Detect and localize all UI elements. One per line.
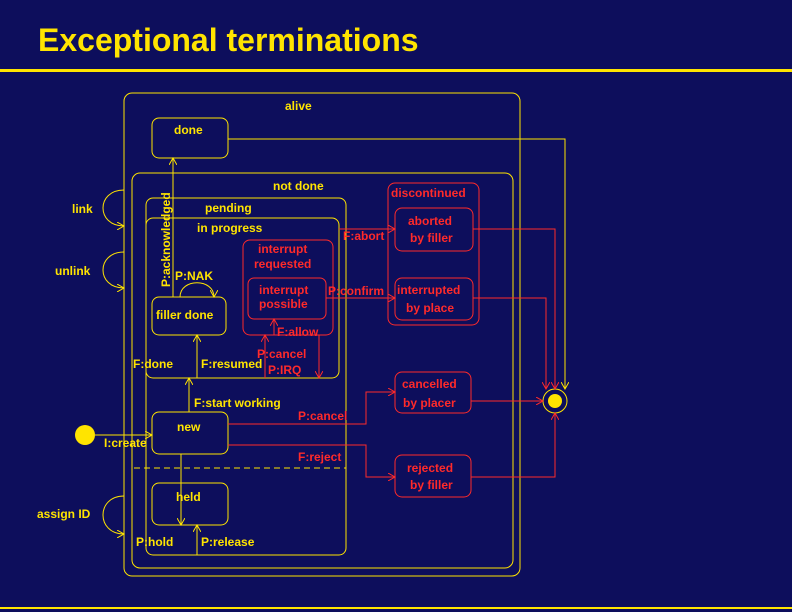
done-transition-label: F:done [133,357,173,371]
interrupt-possible-label-2: possible [259,297,308,311]
abort-transition-label: F:abort [343,229,384,243]
unlink-loop [102,251,124,288]
bottom-rule [0,607,792,609]
alive-state [123,92,521,577]
reject-arrow [228,444,395,477]
interrupt-requested-state [242,239,334,336]
aborted-label-1: aborted [408,214,452,228]
pending-label: pending [205,201,252,215]
confirm-transition-label: P:confirm [328,284,384,298]
interrupt-possible-label-1: interrupt [259,283,308,297]
allow-transition-label: F:allow [277,325,319,339]
cancel-ip-transition-label: P:cancel [257,347,306,361]
page-title: Exceptional terminations [38,22,419,58]
start-working-transition-label: F:start working [194,396,281,410]
hold-transition-label: P:hold [136,535,173,549]
reject-transition-label: F:reject [298,450,341,464]
cancelled-label-2: by placer [403,396,456,410]
unlink-transition-label: unlink [55,264,91,278]
release-transition-label: P:release [201,535,255,549]
in-progress-label: in progress [197,221,263,235]
interrupted-to-final-arrow [473,297,546,389]
done-to-final-arrow [228,138,565,389]
link-transition-label: link [72,202,93,216]
new-label: new [177,420,201,434]
interrupted-label-2: by place [406,301,454,315]
final-pseudostate-dot [548,394,562,408]
rejected-to-final-arrow [471,413,555,478]
interrupted-label-1: interrupted [397,283,460,297]
acknowledged-transition-label: P:acknowledged [159,192,173,287]
filler-done-state [151,296,227,336]
create-transition-label: I:create [104,436,147,450]
alive-label: alive [285,99,312,113]
interrupt-requested-label-1: interrupt [258,242,307,256]
nak-transition-label: P:NAK [175,269,213,283]
irq-transition-label: P:IRQ [268,363,301,377]
cancel-new-transition-label: P:cancel [298,409,347,423]
done-state [151,117,229,159]
resumed-transition-label: F:resumed [201,357,262,371]
nak-loop [179,282,214,297]
held-label: held [176,490,201,504]
rejected-label-1: rejected [407,461,453,475]
assign-id-transition-label: assign ID [37,507,91,521]
initial-pseudostate [75,425,95,445]
rejected-label-2: by filler [410,478,453,492]
title-underline [0,69,792,72]
not-done-label: not done [273,179,324,193]
discontinued-state [387,182,480,326]
discontinued-label: discontinued [391,186,466,200]
done-label: done [174,123,203,137]
not-done-state [131,172,514,569]
pending-state [145,197,347,556]
aborted-label-2: by filler [410,231,453,245]
link-loop [102,189,124,226]
cancelled-label-1: cancelled [402,377,457,391]
held-state [151,482,229,526]
assign-id-loop [102,495,124,534]
interrupt-requested-label-2: requested [254,257,311,271]
filler-done-label: filler done [156,308,214,322]
aborted-to-final-arrow [473,228,555,389]
cancel-new-arrow [228,392,395,425]
